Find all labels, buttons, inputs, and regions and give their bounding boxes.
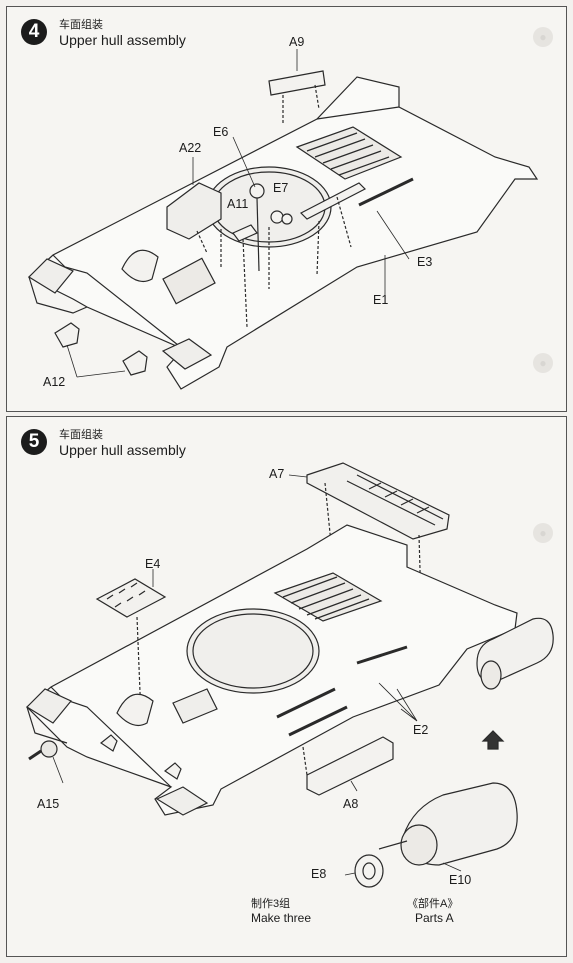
engine-grill: [295, 126, 403, 180]
note-make-three: Make three: [251, 911, 312, 925]
part-label: E10: [449, 873, 472, 887]
part-label: E8: [311, 867, 327, 881]
note-chinese: 制作3组: [251, 898, 291, 910]
faint-step-mark: ●: [533, 523, 553, 543]
part-label: A11: [227, 197, 249, 211]
direction-arrow: [481, 730, 505, 750]
step-number-badge: 5: [21, 429, 47, 455]
part-a7: [306, 462, 450, 540]
part-label: E2: [413, 723, 429, 737]
part-label: A15: [37, 797, 60, 811]
part-label: A12: [43, 375, 66, 389]
note-parts-a: Parts A: [415, 911, 454, 925]
part-label: E1: [373, 293, 389, 307]
step-title: Upper hull assembly: [59, 32, 186, 48]
part-label: E4: [145, 557, 161, 571]
part-a8: [306, 736, 394, 796]
step-title-chinese: 车面组装: [59, 19, 103, 31]
step-5-panel: 5 车面组装 Upper hull assembly: [6, 416, 567, 957]
part-a22: [166, 182, 222, 240]
faint-step-mark: ●: [533, 27, 553, 47]
note-chinese: 《部件A》: [407, 898, 459, 910]
part-label: E7: [273, 181, 289, 195]
part-a15: [40, 740, 58, 758]
part-a12-left: [54, 322, 80, 348]
turret-ring: [186, 608, 320, 694]
part-e8: [354, 854, 384, 888]
part-a12-right: [122, 350, 148, 376]
part-label: A8: [343, 797, 359, 811]
upper-hull-illustration: [26, 462, 554, 888]
step-title: Upper hull assembly: [59, 442, 186, 458]
part-label: A9: [289, 35, 305, 49]
engine-grill: [273, 572, 383, 622]
part-label: E3: [417, 255, 433, 269]
part-label: A22: [179, 141, 202, 155]
part-a9: [268, 70, 326, 96]
step-title-chinese: 车面组装: [59, 429, 103, 441]
upper-hull-illustration: [27, 49, 539, 390]
part-label: E6: [213, 125, 229, 139]
part-label: A7: [269, 467, 285, 481]
step-4-panel: 4 车面组装 Upper hull assembly: [6, 6, 567, 412]
faint-step-mark: ●: [533, 353, 553, 373]
step-number-badge: 4: [21, 19, 47, 45]
